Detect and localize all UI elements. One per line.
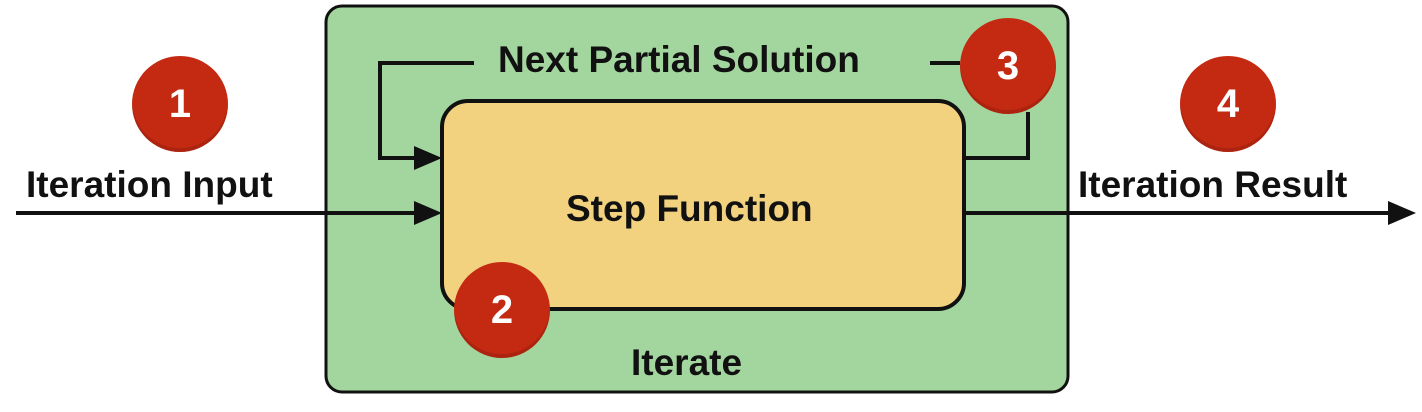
iterate-label: Iterate: [631, 342, 743, 383]
next-partial-solution-label: Next Partial Solution: [498, 39, 860, 80]
input-arrow-head: [414, 201, 442, 225]
step-badge-2: 2: [454, 262, 550, 358]
step-function-label: Step Function: [566, 188, 813, 229]
step-badge-4: 4: [1180, 56, 1276, 152]
step-function-box: [440, 99, 966, 311]
iteration-result-label: Iteration Result: [1078, 164, 1348, 205]
feedback-loop-right: [964, 112, 1030, 160]
feedback-loop-left: [378, 61, 474, 160]
step-badge-1: 1: [132, 56, 228, 152]
iteration-input-label: Iteration Input: [26, 164, 273, 205]
feedback-arrow-head: [414, 146, 442, 170]
result-arrow-head: [1388, 201, 1416, 225]
step-badge-3: 3: [960, 18, 1056, 114]
